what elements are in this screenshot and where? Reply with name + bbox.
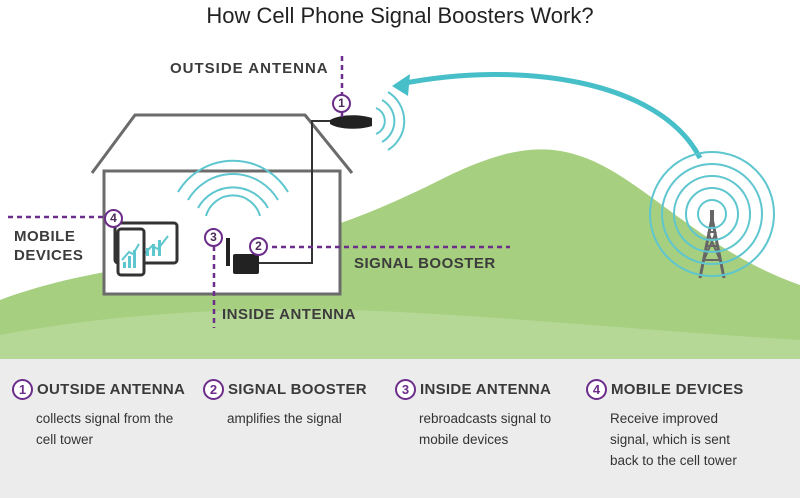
antenna-cable [258, 120, 342, 264]
legend-title-3: INSIDE ANTENNA [420, 381, 552, 398]
diagram-scene [0, 56, 800, 359]
signal-arrow [399, 71, 703, 160]
legend-title-4: MOBILE DEVICES [611, 381, 744, 398]
background-hill [0, 149, 800, 359]
inside-signal-waves [177, 159, 289, 217]
tower-signal-waves [649, 151, 775, 277]
outside-signal-waves [375, 91, 406, 151]
badge-2: 2 [249, 237, 268, 256]
legend-desc-4: Receive improved signal, which is sent b… [610, 411, 737, 468]
page-title: How Cell Phone Signal Boosters Work? [0, 0, 800, 32]
signal-booster-icon [226, 238, 259, 274]
legend-number-4: 4 [586, 379, 607, 400]
mobile-devices-icon [113, 221, 179, 277]
label-mobile-line1: MOBILE [14, 228, 76, 245]
label-signal-booster: SIGNAL BOOSTER [354, 255, 496, 272]
label-mobile-line2: DEVICES [14, 247, 84, 264]
label-outside-antenna: OUTSIDE ANTENNA [170, 60, 329, 77]
badge-1: 1 [332, 94, 351, 113]
legend-desc-1: collects signal from the cell tower [36, 411, 174, 447]
legend-item-outside-antenna: 1 OUTSIDE ANTENNA collects signal from t… [12, 379, 185, 450]
outside-antenna-icon [330, 115, 372, 129]
foreground-hill [0, 309, 800, 359]
legend-panel: 1 OUTSIDE ANTENNA collects signal from t… [0, 359, 800, 498]
legend-number-3: 3 [395, 379, 416, 400]
badge-3: 3 [204, 228, 223, 247]
arrow-head [392, 74, 410, 96]
legend-desc-3: rebroadcasts signal to mobile devices [419, 411, 552, 447]
badge-4: 4 [104, 209, 123, 228]
legend-title-1: OUTSIDE ANTENNA [37, 381, 186, 398]
label-mobile-devices: MOBILE DEVICES [14, 227, 83, 265]
legend-number-1: 1 [12, 379, 33, 400]
legend-item-mobile-devices: 4 MOBILE DEVICES Receive improved signal… [586, 379, 744, 471]
cell-tower-icon [698, 210, 726, 279]
legend-title-2: SIGNAL BOOSTER [228, 381, 367, 398]
leader-lines [8, 56, 510, 328]
legend-item-signal-booster: 2 SIGNAL BOOSTER amplifies the signal [203, 379, 367, 429]
legend-item-inside-antenna: 3 INSIDE ANTENNA rebroadcasts signal to … [395, 379, 551, 450]
legend-desc-2: amplifies the signal [227, 411, 342, 426]
label-inside-antenna: INSIDE ANTENNA [222, 306, 356, 323]
legend-number-2: 2 [203, 379, 224, 400]
